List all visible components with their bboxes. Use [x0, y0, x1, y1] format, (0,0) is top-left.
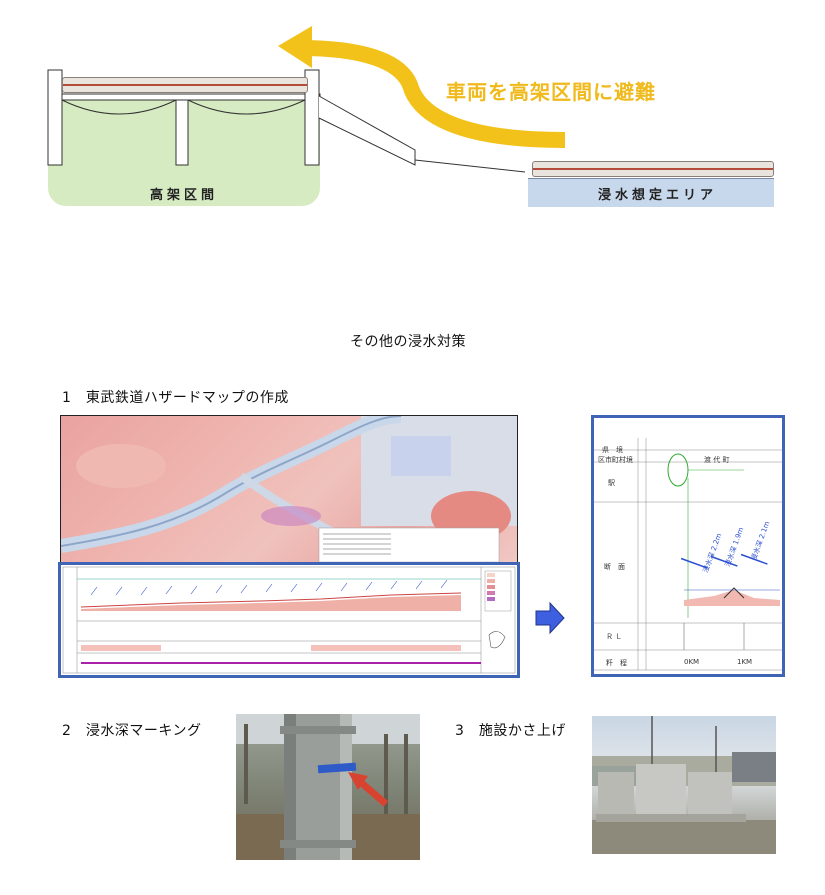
arrow-right-icon — [535, 601, 565, 635]
section-title: その他の浸水対策 — [350, 334, 466, 350]
section-header-value: 渡 代 町 — [704, 456, 730, 464]
train-flood-area — [532, 161, 774, 177]
evacuation-diagram: 車両を高架区間に避難 高架区間 浸水想定エリア — [0, 0, 825, 220]
hazard-map — [60, 415, 518, 567]
cross-section-panel: 県 境 区市町村境 駅 断 面 Ｒ Ｌ 粁 程 渡 代 町 0KM 1KM 浸水… — [591, 415, 785, 677]
section-row-profile: 断 面 — [604, 563, 625, 571]
elevated-label: 高架区間 — [150, 188, 219, 203]
viaduct — [47, 26, 566, 173]
item2-label: 2 浸水深マーキング — [62, 723, 202, 739]
section-row-kilometrage: 粁 程 — [606, 659, 627, 667]
evacuation-caption: 車両を高架区間に避難 — [446, 80, 656, 104]
flood-area-label: 浸水想定エリア — [598, 188, 718, 203]
item3-label: 3 施設かさ上げ — [455, 723, 566, 739]
facility-photo — [592, 716, 776, 854]
train-elevated — [62, 77, 308, 93]
marking-photo — [236, 714, 420, 860]
km-label-1: 1KM — [737, 658, 753, 666]
flood-area — [528, 178, 774, 207]
section-row-municipality: 区市町村境 — [598, 456, 633, 464]
section-row-station: 駅 — [608, 479, 615, 487]
km-label-0: 0KM — [684, 658, 700, 666]
profile-panel — [58, 562, 520, 678]
item1-label: 1 東武鉄道ハザードマップの作成 — [62, 390, 289, 406]
section-row-rl: Ｒ Ｌ — [606, 633, 623, 641]
